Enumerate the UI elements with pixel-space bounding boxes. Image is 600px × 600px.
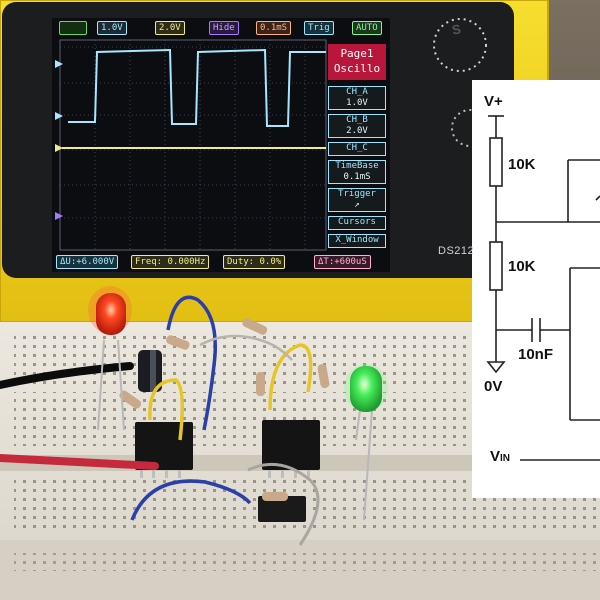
ic-chip-1: [135, 422, 193, 470]
wire-yellow-1: [148, 378, 184, 441]
menu-item-value: 0.1mS: [343, 172, 371, 182]
schematic-lines: [486, 115, 600, 461]
menu-item-ch-a[interactable]: CH_A 1.0V: [328, 86, 386, 110]
wire-yellow-2: [268, 343, 313, 411]
wire-blue-1: [166, 295, 218, 431]
ic-chip-3: [258, 496, 306, 522]
menu-item-ch-c[interactable]: CH_C: [328, 142, 386, 156]
menu-item-trigger[interactable]: Trigger ↗: [328, 188, 386, 212]
menu-item-label: Cursors: [338, 217, 376, 227]
wire-blue-2: [130, 479, 252, 521]
menu-item-label: CH_A: [346, 87, 368, 97]
wire-red: [0, 454, 159, 470]
schematic-panel: [472, 80, 600, 498]
wire-grey: [247, 462, 320, 546]
scope-grid: [60, 40, 326, 250]
menu-item-cursors[interactable]: Cursors: [328, 216, 386, 230]
menu-item-value: 1.0V: [346, 98, 368, 108]
menu-item-label: Trigger: [338, 189, 376, 199]
trace-channel-a: [68, 48, 326, 127]
menu-item-label: TimeBase: [335, 161, 379, 171]
trigger-edge-icon: ↗: [354, 200, 360, 210]
wire-black: [0, 362, 134, 389]
menu-item-timebase[interactable]: TimeBase 0.1mS: [328, 160, 386, 184]
ic-chip-2: [262, 420, 320, 470]
menu-item-label: CH_C: [346, 143, 368, 153]
menu-item-value: 2.0V: [346, 126, 368, 136]
resistors: [119, 318, 330, 501]
menu-item-x-window[interactable]: X_Window: [328, 234, 386, 248]
menu-item-ch-b[interactable]: CH_B 2.0V: [328, 114, 386, 138]
menu-item-label: CH_B: [346, 115, 368, 125]
menu-item-label: X_Window: [335, 235, 379, 245]
led-red: [88, 286, 132, 431]
led-green: [344, 364, 388, 521]
